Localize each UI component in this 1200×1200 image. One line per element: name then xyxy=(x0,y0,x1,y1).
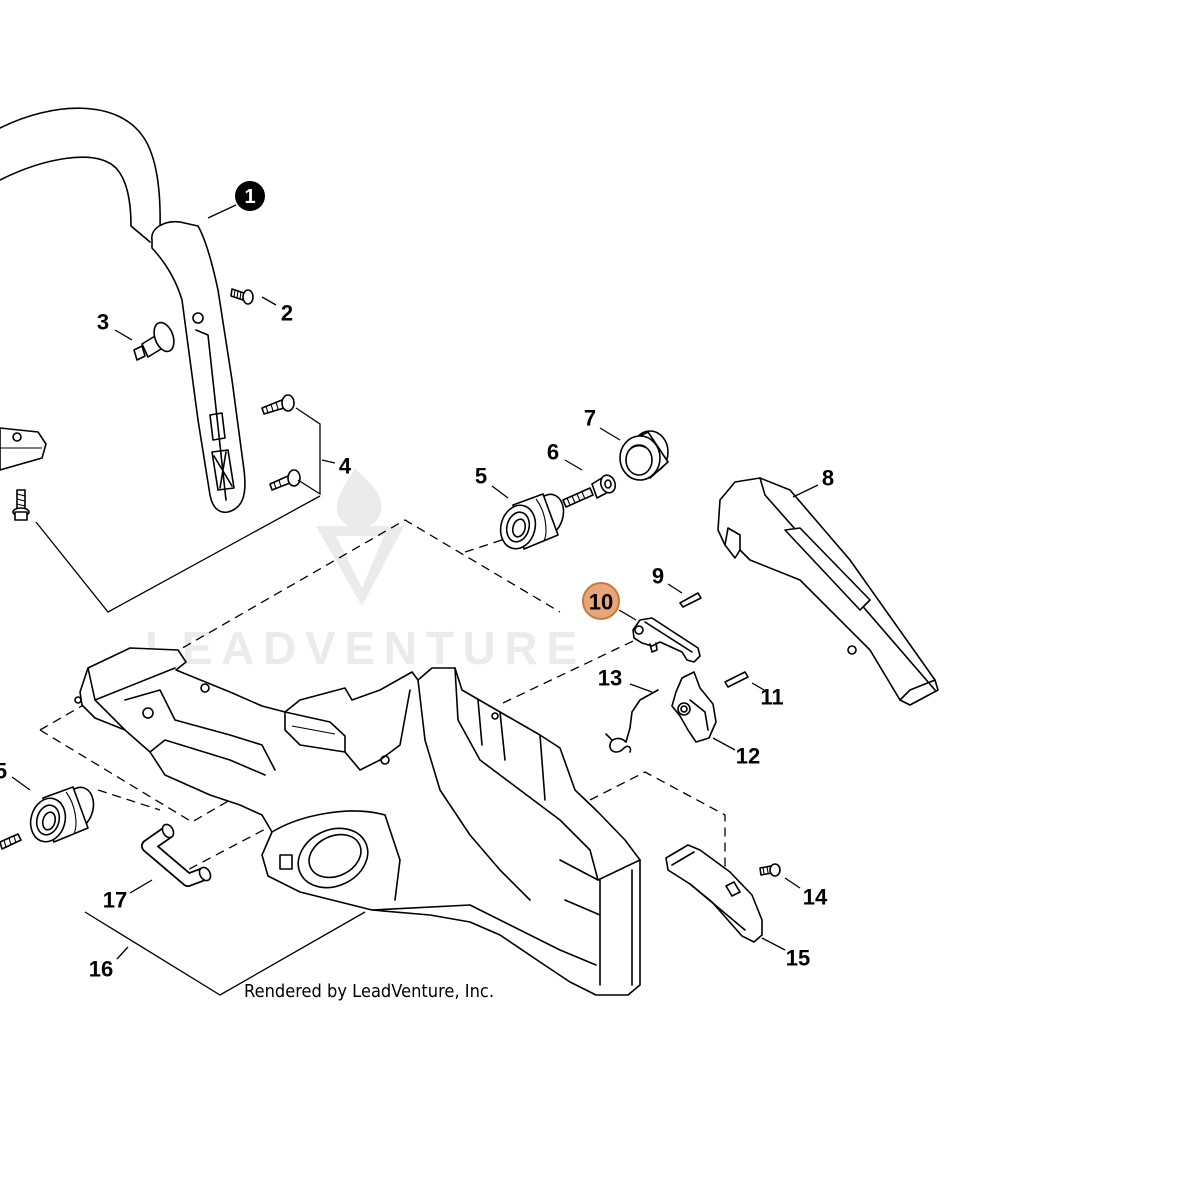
part-10-lever xyxy=(632,617,701,663)
callout-1-badge xyxy=(235,181,265,211)
callout-17[interactable]: 17 xyxy=(103,888,127,913)
part-16-housing xyxy=(74,647,641,996)
callout-10-highlighted[interactable]: 10 xyxy=(582,582,620,620)
part-13-spring xyxy=(605,689,659,753)
callout-9[interactable]: 9 xyxy=(652,564,664,589)
part-2-screw xyxy=(230,288,254,305)
callout-10-label: 10 xyxy=(589,590,613,615)
part-7-ring xyxy=(619,430,669,481)
callout-13[interactable]: 13 xyxy=(598,666,622,691)
part-4-screws xyxy=(261,394,301,491)
callout-11[interactable]: 11 xyxy=(760,685,783,710)
watermark-text: LEADVENTURE xyxy=(145,622,577,674)
part-9-pin xyxy=(679,592,702,608)
part-12-catch xyxy=(671,671,717,743)
part-8-hand-guard xyxy=(717,477,939,706)
callout-1-label: 1 xyxy=(244,186,255,208)
callout-3[interactable]: 3 xyxy=(97,310,109,335)
watermark-v-logo xyxy=(316,526,404,606)
callout-7[interactable]: 7 xyxy=(584,406,596,431)
part-3-pin xyxy=(133,321,175,361)
side-handle-bar-fragment xyxy=(0,427,47,471)
callout-1[interactable]: 1 xyxy=(235,181,265,211)
part-5-rubber-mount xyxy=(499,493,565,550)
part-17-hose xyxy=(141,823,212,887)
render-credit: Rendered by LeadVenture, Inc. xyxy=(244,981,494,1002)
callout-labels: 1 2 3 4 5 5 6 7 8 9 10 11 12 13 14 15 16… xyxy=(0,181,834,982)
part-15-cover xyxy=(665,844,763,943)
screw-left xyxy=(12,489,30,521)
callout-14[interactable]: 14 xyxy=(803,885,828,910)
part-11-pin xyxy=(724,671,749,688)
callout-leaders xyxy=(11,204,819,996)
part-5-rubber-mount-left xyxy=(29,786,95,843)
callout-2[interactable]: 2 xyxy=(281,301,293,326)
bolt-left xyxy=(0,833,22,850)
part-1-handlebar xyxy=(0,107,246,514)
housing-sprocket-opening xyxy=(297,827,369,889)
callout-16[interactable]: 16 xyxy=(89,957,113,982)
callout-5-left[interactable]: 5 xyxy=(0,759,7,784)
callout-6[interactable]: 6 xyxy=(547,440,559,465)
callout-15[interactable]: 15 xyxy=(786,946,810,971)
callout-4[interactable]: 4 xyxy=(339,454,352,479)
callout-5[interactable]: 5 xyxy=(475,464,487,489)
callout-10-highlight-badge xyxy=(582,582,620,620)
part-14-screw xyxy=(759,863,781,877)
callout-12[interactable]: 12 xyxy=(736,744,760,769)
part-6-bolt xyxy=(562,474,617,508)
watermark-flame-logo xyxy=(336,468,382,529)
watermark: LEADVENTURE xyxy=(145,468,577,674)
callout-8[interactable]: 8 xyxy=(822,466,834,491)
